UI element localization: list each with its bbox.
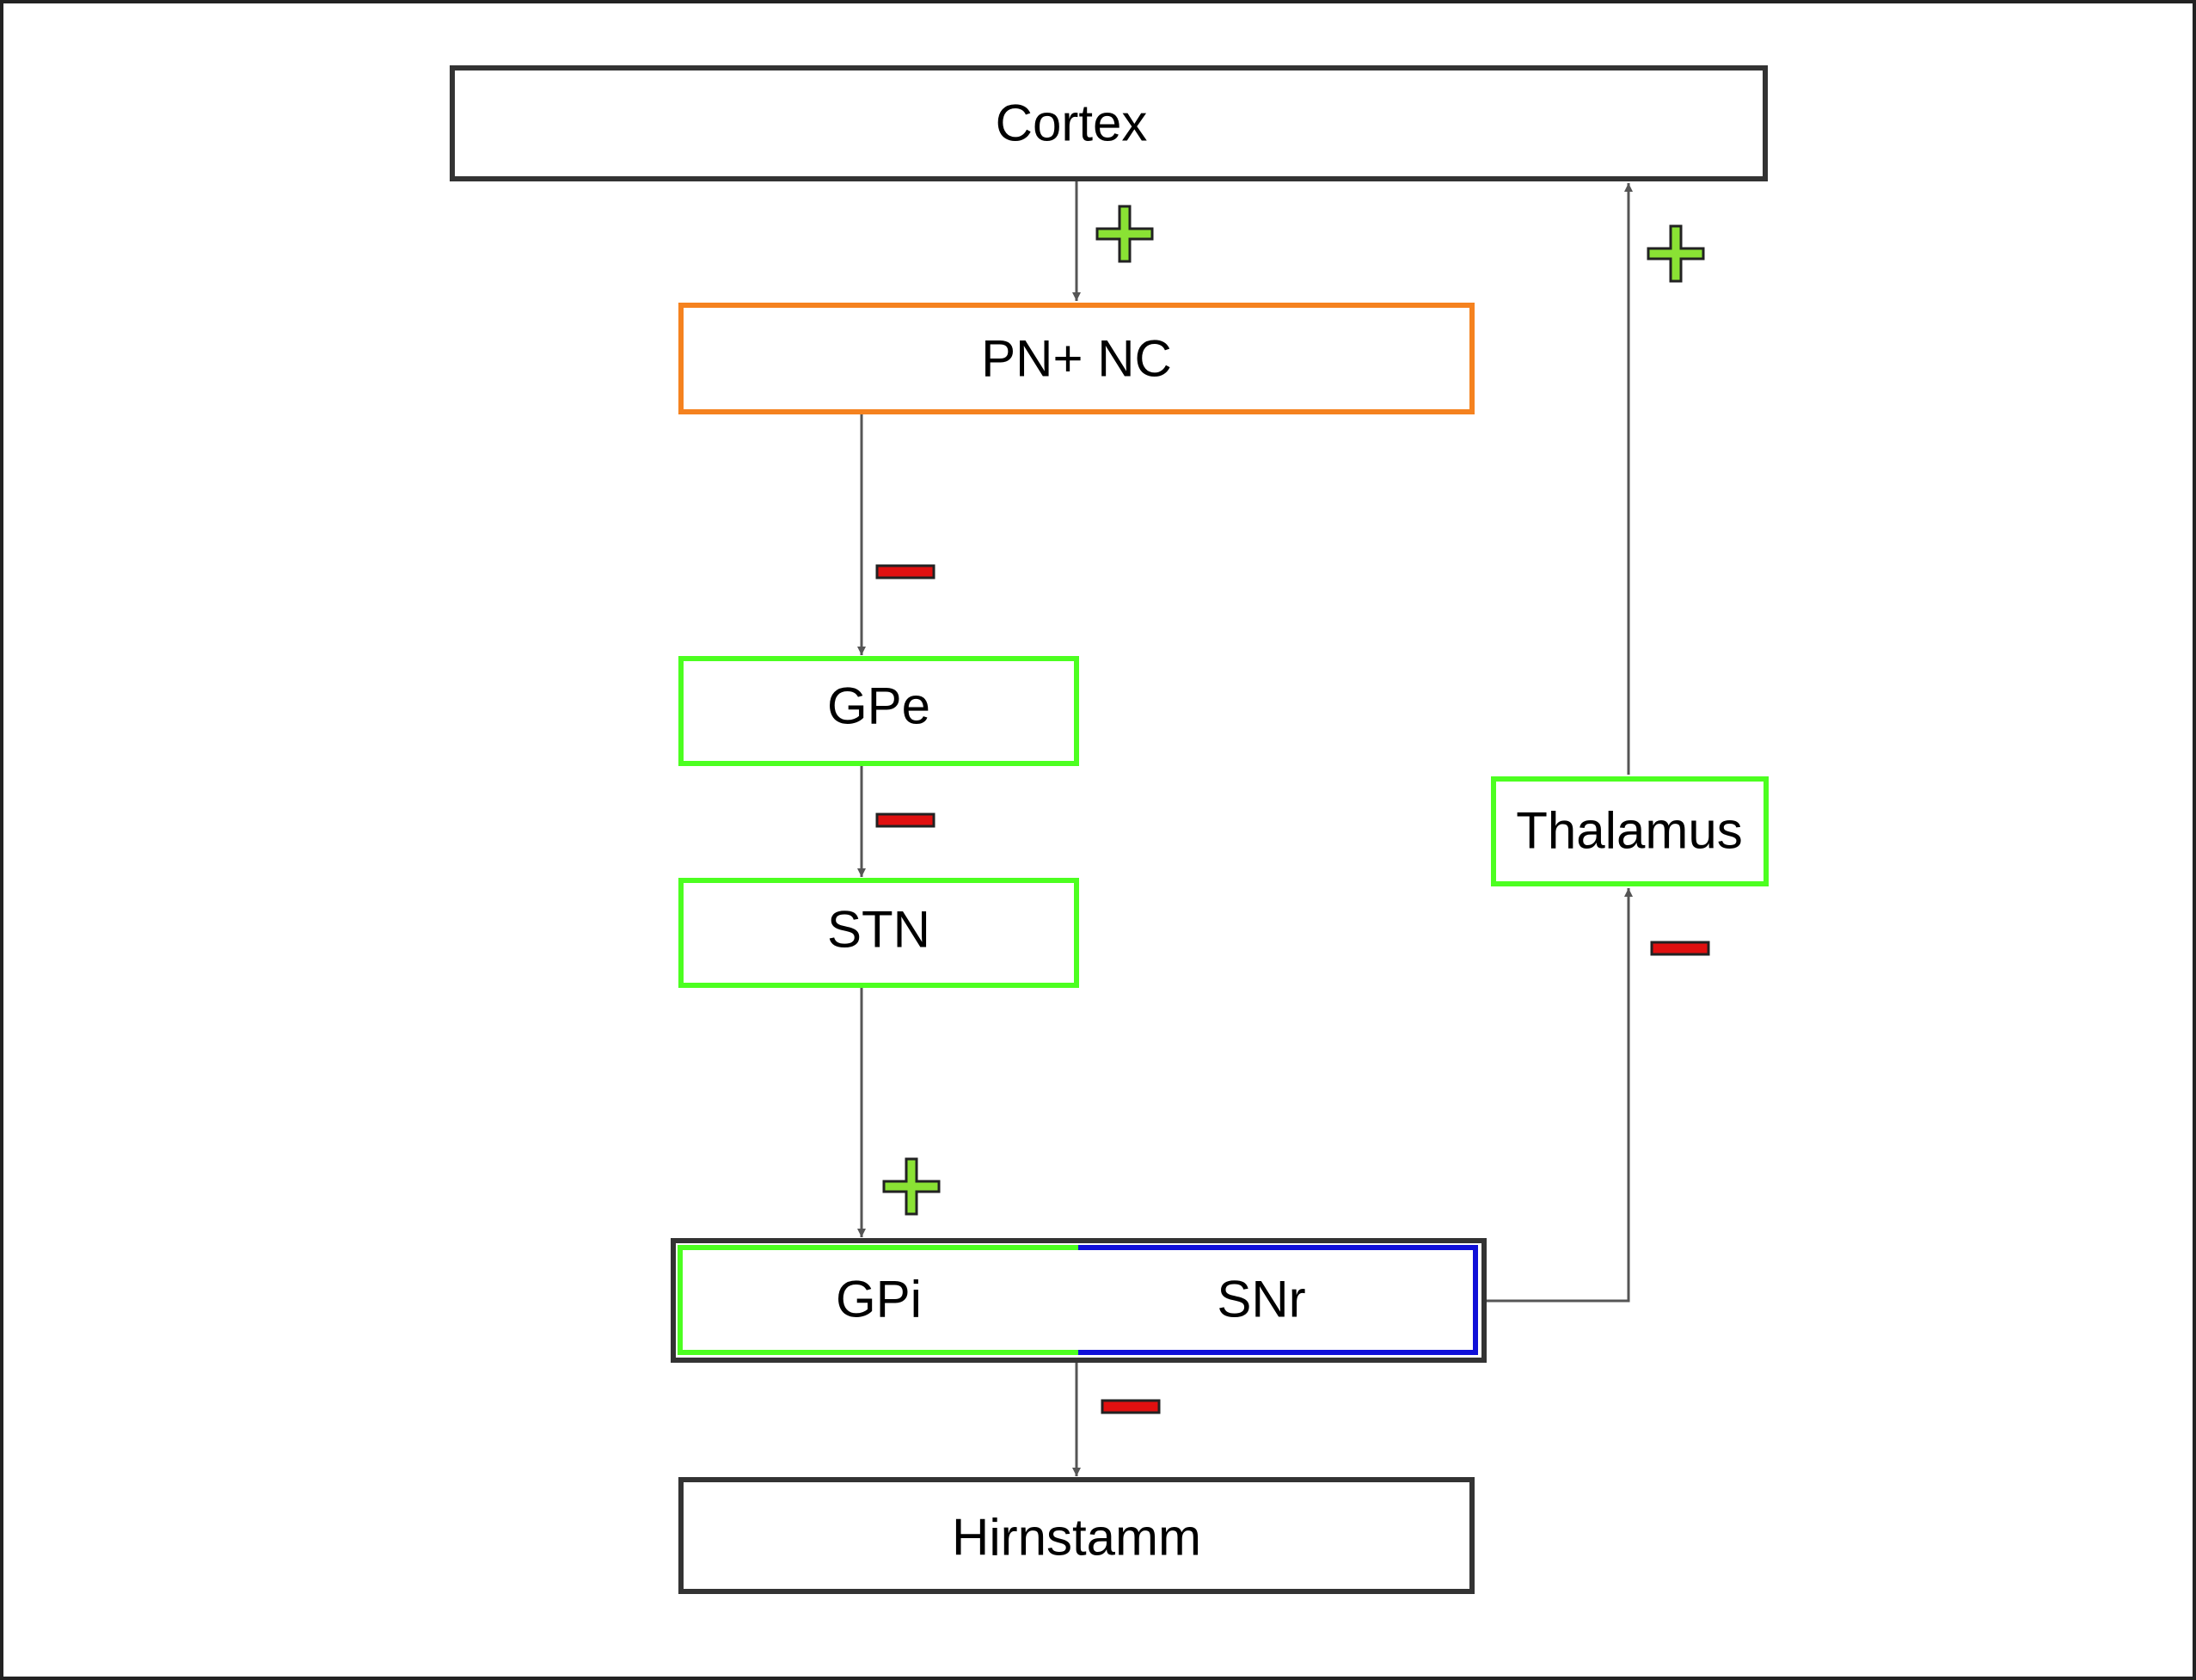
node-cortex-label: Cortex	[996, 95, 1148, 152]
node-thalamus: Thalamus	[1491, 776, 1769, 886]
node-pn-nc: PN+ NC	[678, 303, 1475, 414]
node-gpe: GPe	[678, 656, 1079, 766]
node-cortex-box	[450, 65, 1768, 181]
minus-sign-pn-nc-gpe	[875, 564, 935, 579]
node-snr-label: SNr	[1217, 1271, 1305, 1328]
node-gpi-border	[678, 1245, 1078, 1355]
node-cortex: Cortex	[450, 65, 1768, 181]
node-gpi-snr: GPi SNr	[671, 1238, 1487, 1363]
node-hirnstamm: Hirnstamm	[678, 1477, 1475, 1594]
node-gpe-box	[678, 656, 1079, 766]
node-hirnstamm-label: Hirnstamm	[952, 1509, 1201, 1567]
node-thalamus-label: Thalamus	[1516, 802, 1742, 860]
node-pn-nc-box	[678, 303, 1475, 414]
node-thalamus-box	[1491, 776, 1769, 886]
node-gpi-snr-outer-box	[671, 1238, 1487, 1363]
node-gpe-label: GPe	[827, 678, 930, 735]
plus-sign-cortex-pn-nc	[1095, 205, 1154, 263]
arrow-gpi-snr-to-thalamus	[1486, 888, 1633, 1303]
node-snr-border	[1078, 1245, 1478, 1355]
node-gpi-label: GPi	[836, 1271, 922, 1328]
node-stn: STN	[678, 878, 1079, 988]
node-pn-nc-label: PN+ NC	[981, 330, 1172, 388]
connections	[857, 179, 1633, 1476]
node-hirnstamm-box	[678, 1477, 1475, 1594]
minus-sign-gpi-snr-hirnstamm	[1101, 1399, 1161, 1414]
node-stn-label: STN	[827, 901, 930, 959]
plus-sign-stn-gpi	[882, 1157, 941, 1216]
minus-sign-gpi-snr-thalamus	[1650, 941, 1710, 956]
minus-sign-gpe-stn	[875, 812, 935, 828]
plus-sign-thalamus-cortex	[1647, 224, 1705, 283]
node-stn-box	[678, 878, 1079, 988]
